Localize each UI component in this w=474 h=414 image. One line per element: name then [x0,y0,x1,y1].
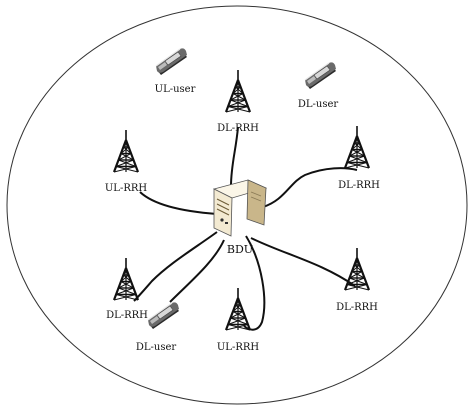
tower-label: DL-RRH [336,302,378,313]
link-dl-rrh-right-top [262,167,358,208]
antenna-tower-icon [112,256,140,302]
fronthaul-links [133,126,358,331]
antenna-tower-icon [224,286,252,332]
link-dl-rrh-top [230,126,239,187]
tower-dl-rrh-left-bottom: DL-RRH [106,256,148,321]
antenna-tower-icon [343,246,371,292]
bdu-label: BDU [227,243,253,256]
bdu-node: BDU [212,179,268,256]
tower-dl-rrh-top: DL-RRH [217,68,259,134]
user-label: UL-user [155,84,196,95]
tower-dl-rrh-right-top: DL-RRH [338,124,380,191]
tower-ul-rrh-bottom: UL-RRH [217,286,260,353]
link-dl-rrh-left-bottom [133,231,218,302]
tower-label: DL-RRH [338,180,380,191]
mobile-phone-icon [147,301,180,330]
user-dl-user-top-right: DL-user [298,61,339,110]
antenna-tower-icon [224,68,252,114]
link-to-dl-user-bottom [169,239,225,303]
antenna-tower-icon [343,124,371,170]
tower-ul-rrh-left: UL-RRH [105,128,148,194]
user-dl-user-bottom: DL-user [136,301,180,353]
mobile-phone-icon [155,47,188,76]
coverage-area-ellipse [6,5,468,405]
server-icon [212,179,268,237]
tower-label: DL-RRH [217,123,259,134]
user-label: DL-user [136,342,177,353]
link-ul-rrh-left [139,191,218,215]
tower-dl-rrh-right-bottom: DL-RRH [336,246,378,313]
tower-label: DL-RRH [106,310,148,321]
mobile-phone-icon [304,61,337,90]
tower-label: UL-RRH [217,342,260,353]
link-dl-rrh-right-bottom [250,237,356,287]
antenna-tower-icon [112,128,140,174]
user-ul-user-top: UL-user [155,47,196,95]
user-label: DL-user [298,99,339,110]
tower-label: UL-RRH [105,183,148,194]
